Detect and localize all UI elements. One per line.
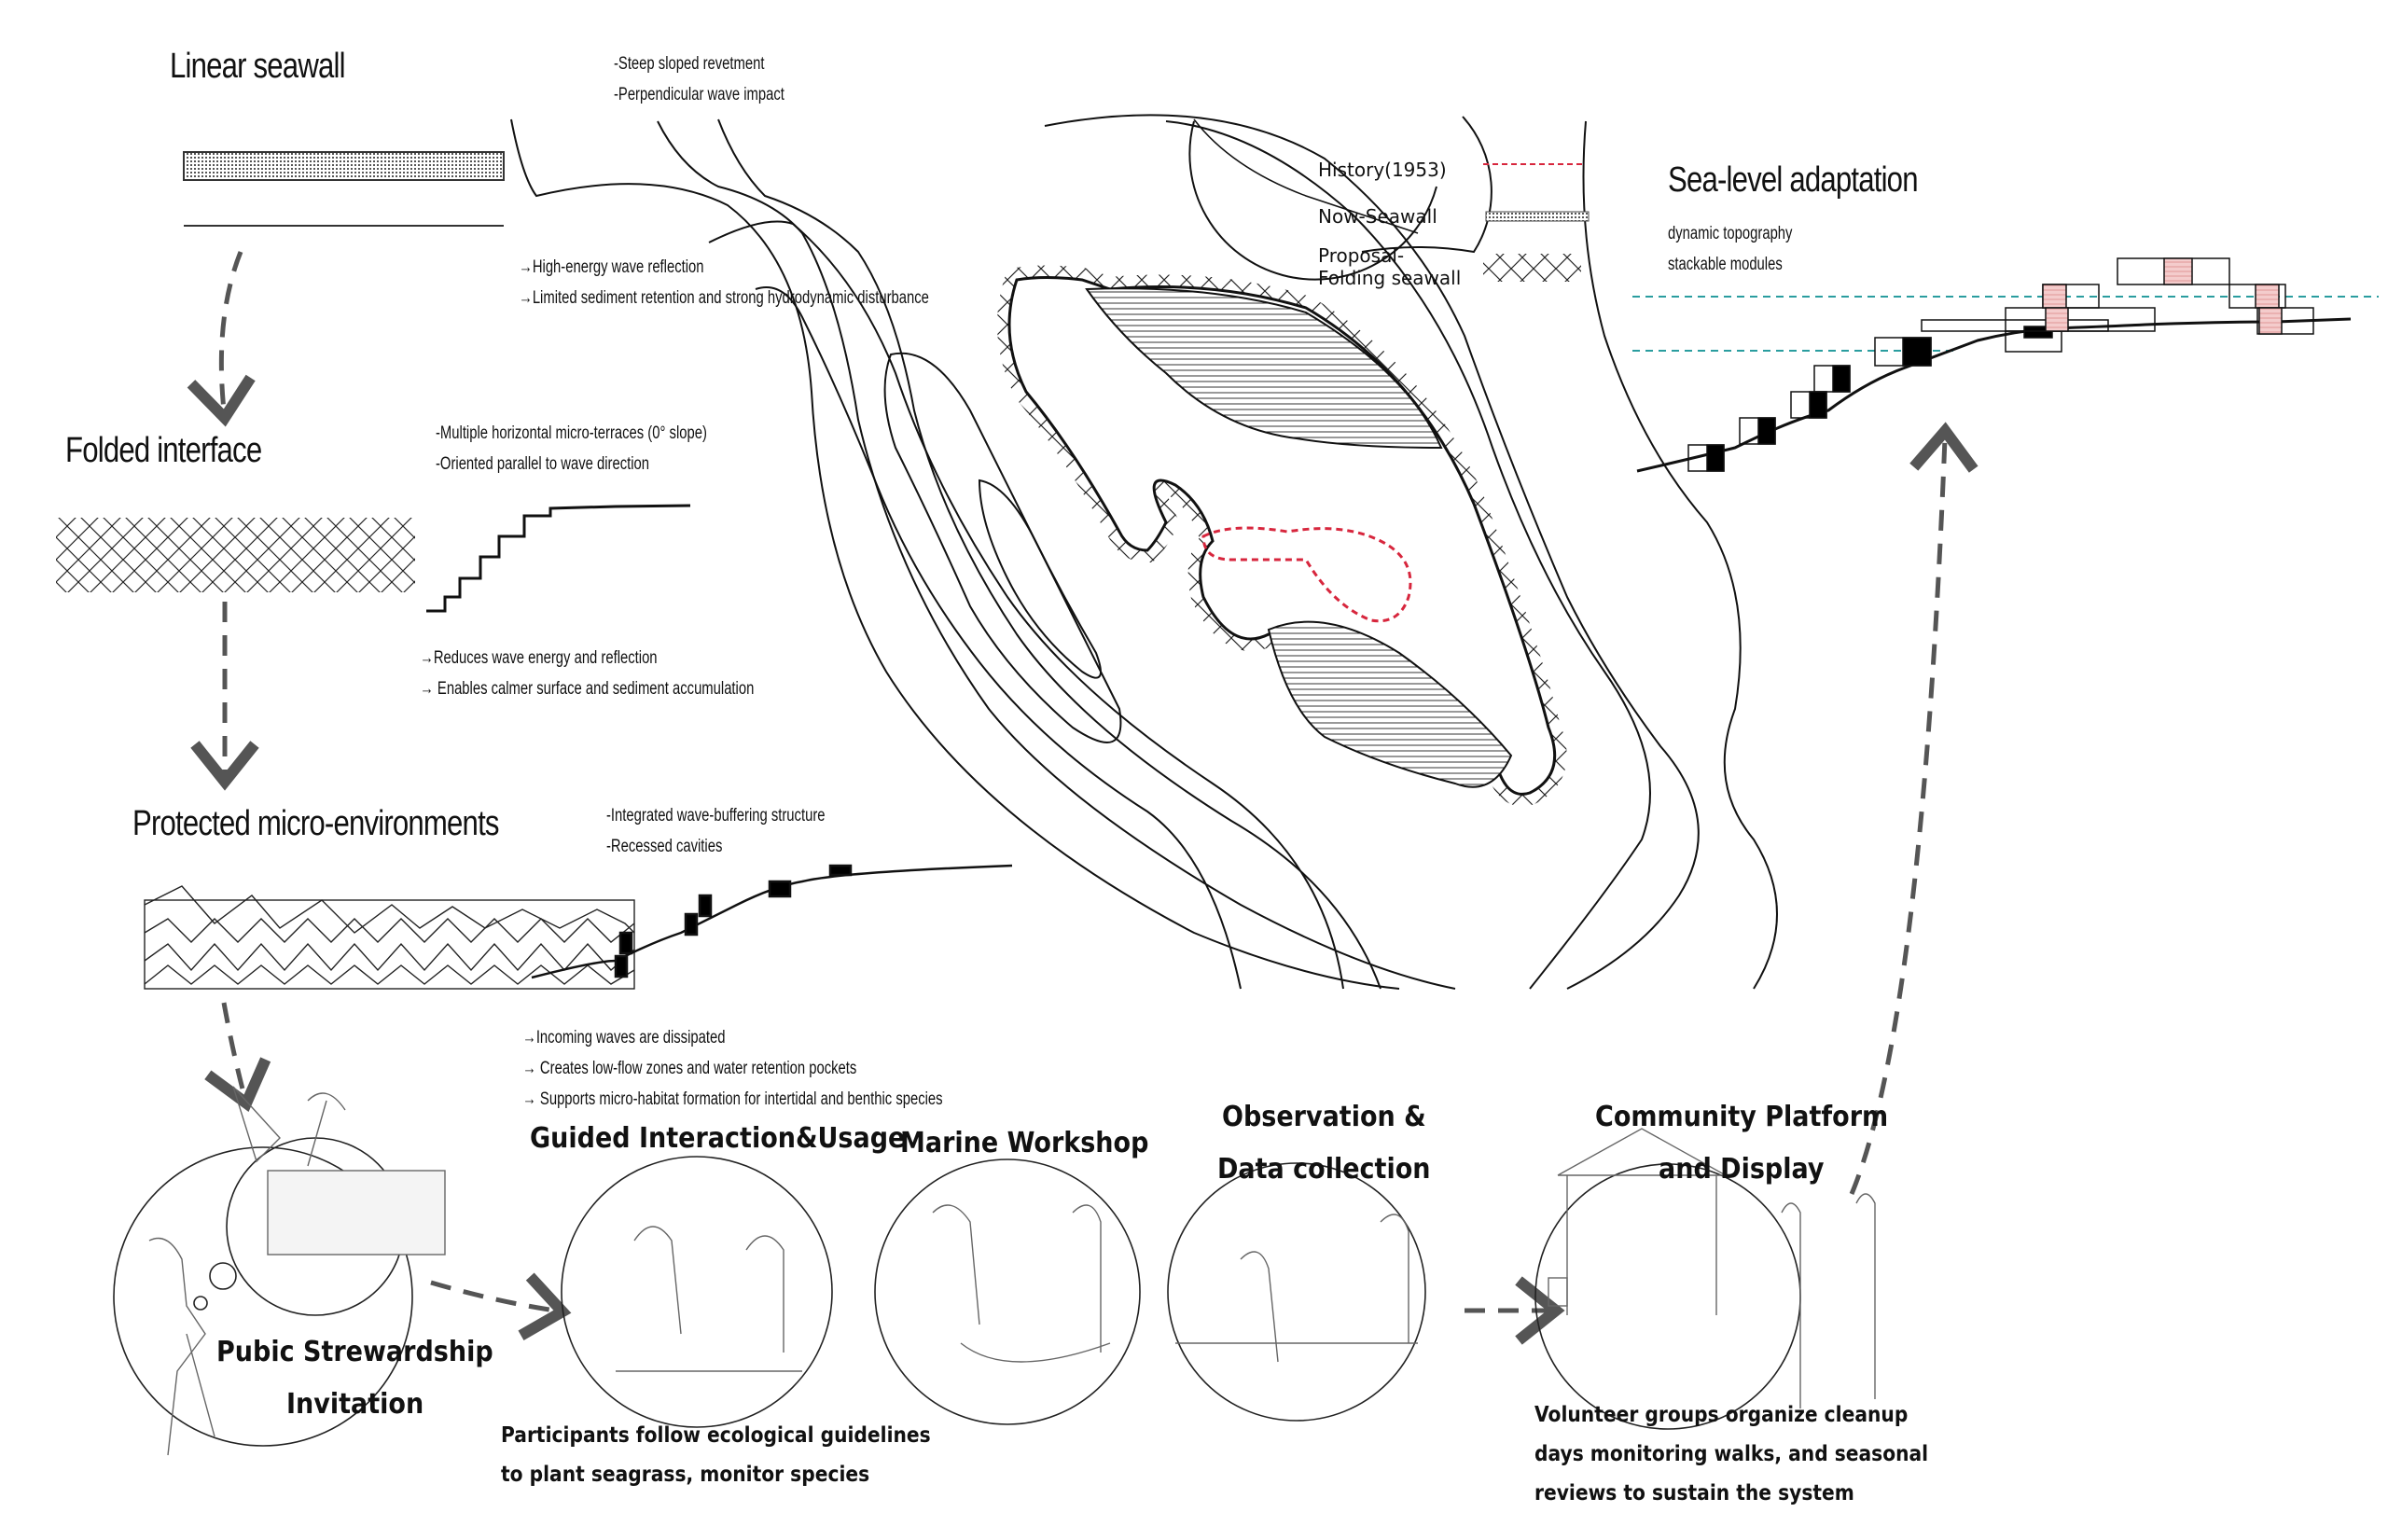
step-community-title-1: Community Platform [1595, 1101, 1889, 1133]
sea-level-note: stackable modules [1668, 255, 1783, 274]
step-observation-title-1: Observation & [1222, 1101, 1426, 1133]
step-stewardship-title-2: Invitation [286, 1388, 424, 1421]
legend-symbols [1483, 163, 1590, 282]
step-observation-title-2: Data collection [1217, 1153, 1431, 1186]
protected-micro-effect: → Creates low-flow zones and water reten… [522, 1059, 857, 1078]
linear-seawall-title: Linear seawall [170, 47, 346, 86]
profile-folded [426, 504, 691, 613]
folded-interface-note: -Oriented parallel to wave direction [436, 454, 650, 474]
folded-interface-effect: → Enables calmer surface and sediment ac… [420, 679, 755, 699]
sea-level-note: dynamic topography [1668, 224, 1793, 243]
linear-seawall-effect: →High-energy wave reflection [519, 257, 704, 277]
folded-interface-note: -Multiple horizontal micro-terraces (0° … [436, 423, 707, 443]
scene-figures [148, 1086, 1876, 1456]
island [997, 265, 1567, 807]
folded-interface-effect: →Reduces wave energy and reflection [420, 648, 658, 668]
sea-level-title: Sea-level adaptation [1668, 160, 1919, 200]
protected-micro-pattern [144, 885, 635, 990]
folded-interface-title: Folded interface [65, 431, 262, 470]
legend-proposal-label-1: Proposal- [1318, 244, 1405, 267]
protected-micro-title: Protected micro-environments [132, 804, 499, 843]
legend-history-label: History(1953) [1318, 159, 1447, 181]
folded-interface-lattice [56, 518, 415, 592]
linear-seawall-note: -Perpendicular wave impact [614, 85, 784, 104]
protected-micro-note: -Integrated wave-buffering structure [606, 806, 826, 825]
linear-seawall-graphic [183, 151, 505, 227]
step-workshop-title: Marine Workshop [900, 1127, 1149, 1159]
linear-seawall-effect: →Limited sediment retention and strong h… [519, 288, 929, 308]
step-community-desc-1: Volunteer groups organize cleanup [1534, 1403, 1909, 1427]
legend-proposal-label-2: Folding seawall [1318, 267, 1462, 289]
step-community-desc-2: days monitoring walks, and seasonal [1534, 1442, 1929, 1466]
legend-now-seawall-label: Now-Seawall [1318, 205, 1437, 228]
step-guided-title: Guided Interaction&Usage [530, 1122, 906, 1155]
step-community-desc-3: reviews to sustain the system [1534, 1481, 1854, 1505]
step-guided-desc-1: Participants follow ecological guideline… [501, 1423, 931, 1448]
protected-micro-effect: → Supports micro-habitat formation for i… [522, 1089, 943, 1109]
step-stewardship-title-1: Pubic Strewardship [216, 1336, 493, 1368]
contour-map [510, 114, 1778, 990]
protected-micro-effect: →Incoming waves are dissipated [522, 1028, 726, 1047]
flow-arrows-left [187, 251, 1978, 1345]
step-community-title-2: and Display [1659, 1153, 1825, 1186]
step-guided-desc-2: to plant seagrass, monitor species [501, 1463, 870, 1487]
linear-seawall-note: -Steep sloped revetment [614, 54, 765, 74]
profile-protected [531, 864, 1013, 979]
sea-level-profile [1632, 257, 2379, 473]
protected-micro-note: -Recessed cavities [606, 837, 723, 856]
